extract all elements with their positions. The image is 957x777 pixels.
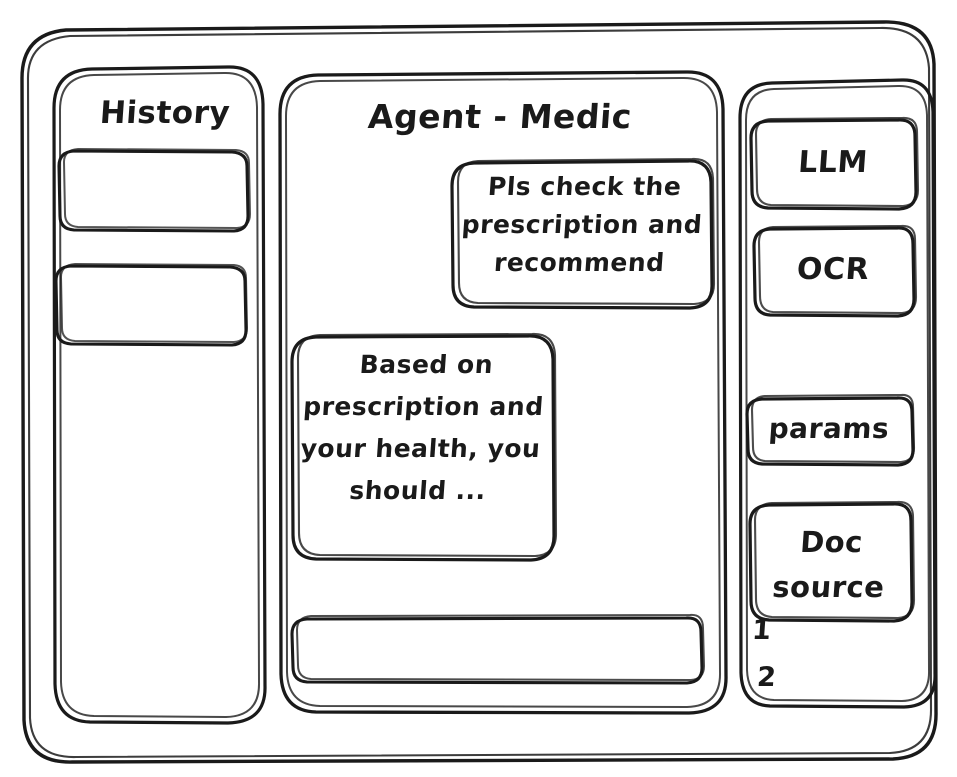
tool-doc-source-label: Doc source xyxy=(771,525,886,604)
history-item-1[interactable] xyxy=(58,150,250,232)
history-panel-title: History xyxy=(98,95,232,131)
tool-ocr-label: OCR xyxy=(795,252,871,287)
tool-ocr-button[interactable]: OCR xyxy=(754,226,916,317)
tool-params-label: params xyxy=(767,412,891,445)
user-message-bubble: Pls check the prescription and recommend xyxy=(452,159,714,309)
doc-list-item-1[interactable]: 1 xyxy=(750,615,773,646)
doc-list-item-2[interactable]: 2 xyxy=(755,662,778,693)
history-item-2[interactable] xyxy=(56,265,248,347)
assistant-message-text: Based on prescription and your health, y… xyxy=(299,350,545,505)
page-title: Agent - Medic xyxy=(366,97,634,136)
assistant-message-bubble: Based on prescription and your health, y… xyxy=(292,334,556,561)
tool-llm-button[interactable]: LLM xyxy=(751,118,918,210)
user-message-text: Pls check the prescription and recommend xyxy=(460,172,704,277)
tool-llm-label: LLM xyxy=(797,145,870,180)
message-input[interactable] xyxy=(292,615,704,683)
tool-params-button[interactable]: params xyxy=(747,396,914,466)
tool-doc-source-button[interactable]: Doc source xyxy=(750,502,914,622)
